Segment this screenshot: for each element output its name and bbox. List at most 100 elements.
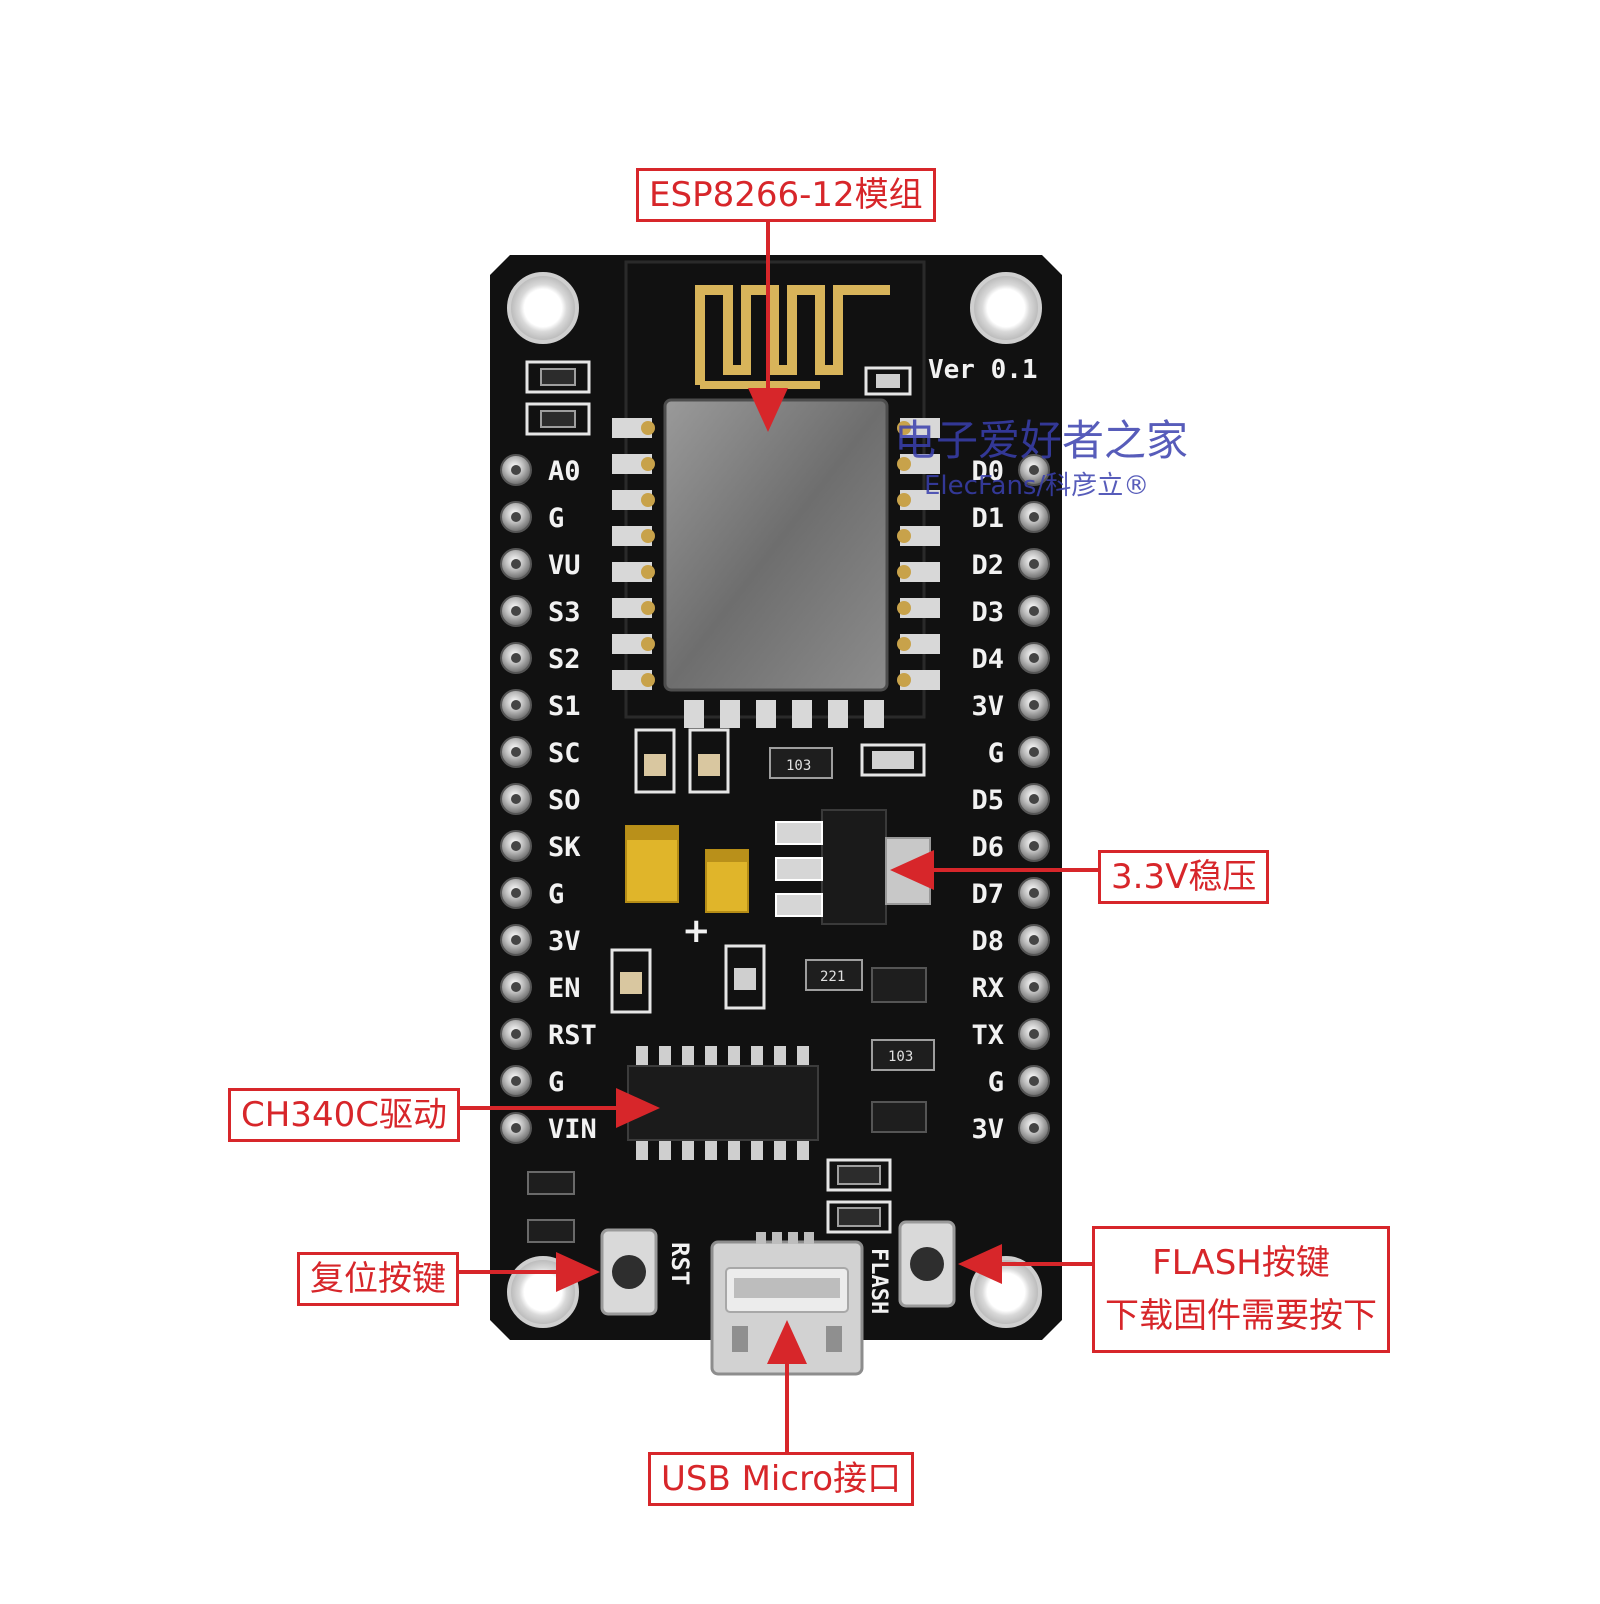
right-pin-label: D8 [971, 926, 1004, 957]
flash-button[interactable] [898, 1220, 956, 1308]
esp-bottom-pad [792, 700, 812, 728]
right-pin-label: D7 [971, 879, 1004, 910]
esp-pad-hole [641, 457, 655, 471]
resistor-code-3: 221 [820, 969, 845, 985]
esp-pad [612, 670, 652, 690]
right-header-pin [1018, 830, 1050, 862]
right-header-pin [1018, 783, 1050, 815]
right-pin-label: TX [971, 1020, 1004, 1051]
callout-esp-module: ESP8266-12模组 [636, 168, 936, 222]
version-label: Ver 0.1 [928, 355, 1038, 385]
ch340c-pin [728, 1138, 740, 1160]
flash-button-label: FLASH [866, 1248, 891, 1314]
ch340c-pin [774, 1138, 786, 1160]
callout-reset-button: 复位按键 [297, 1252, 459, 1306]
ch340c-chip [627, 1046, 819, 1160]
esp-pad-hole [641, 601, 655, 615]
right-pin-label: G [988, 1067, 1004, 1098]
ch340c-pin [705, 1138, 717, 1160]
esp-bottom-pad [864, 700, 884, 728]
esp-pad-hole [897, 493, 911, 507]
esp-bottom-pad [720, 700, 740, 728]
esp-pad-hole [897, 601, 911, 615]
left-header-pin [500, 924, 532, 956]
callout-arrows [445, 215, 1098, 1452]
right-pin-label: G [988, 738, 1004, 769]
callout-flash-button: FLASH按键 下载固件需要按下 [1092, 1226, 1390, 1354]
left-header-pins [500, 454, 532, 1144]
esp-pad-hole [641, 493, 655, 507]
right-pin-label: 3V [971, 1114, 1004, 1145]
watermark-line1: 电子爱好者之家 [894, 416, 1188, 465]
left-pin-label: RST [548, 1020, 597, 1051]
rst-button[interactable] [600, 1228, 658, 1316]
left-pin-label: S2 [548, 644, 581, 675]
esp-bottom-pad [756, 700, 776, 728]
resistor-code-1: 103 [786, 758, 811, 774]
left-header-pin [500, 830, 532, 862]
right-header-pin [1018, 877, 1050, 909]
right-pin-label: 3V [971, 691, 1004, 722]
left-pin-label: SK [548, 832, 581, 863]
left-pin-label: VU [548, 550, 581, 581]
callout-flash-line2: 下载固件需要按下 [1105, 1295, 1377, 1336]
top-left-resistors [525, 360, 912, 436]
esp-pad [612, 634, 652, 654]
ch340c-pin [636, 1046, 648, 1068]
esp-pad-hole [897, 421, 911, 435]
rst-button-label: RST [666, 1242, 694, 1285]
ch340c-pin [682, 1046, 694, 1068]
right-header-pins [1018, 454, 1050, 1144]
right-pin-label: D1 [971, 503, 1004, 534]
left-header-pin [500, 1018, 532, 1050]
right-header-pin [1018, 454, 1050, 486]
right-header-pin [1018, 548, 1050, 580]
esp-pad [612, 454, 652, 474]
callout-ch340c: CH340C驱动 [228, 1088, 460, 1142]
resistor-code-2: 103 [888, 1049, 913, 1065]
callout-flash-line1: FLASH按键 [1152, 1243, 1330, 1283]
right-header-pin [1018, 642, 1050, 674]
left-header-pin [500, 595, 532, 627]
ch340c-pin [751, 1046, 763, 1068]
left-pin-label: A0 [548, 456, 581, 487]
esp-pad-hole [641, 673, 655, 687]
esp-pad-hole [641, 565, 655, 579]
left-header-pin [500, 783, 532, 815]
left-header-pin [500, 454, 532, 486]
esp-bottom-pad [684, 700, 704, 728]
right-pin-label: D6 [971, 832, 1004, 863]
esp-pad-hole [897, 673, 911, 687]
right-header-pin [1018, 501, 1050, 533]
callout-usb-micro: USB Micro接口 [648, 1452, 915, 1506]
esp-pad-hole [897, 529, 911, 543]
esp-module [612, 260, 940, 728]
left-header-pin [500, 548, 532, 580]
right-header-pin [1018, 924, 1050, 956]
esp-pad [900, 418, 940, 438]
left-header-pin [500, 736, 532, 768]
mid-components: 103 + 221 103 [610, 728, 935, 1133]
left-header-pin [500, 877, 532, 909]
left-pin-label: S1 [548, 691, 581, 722]
ch340c-pin [797, 1046, 809, 1068]
esp-pad-hole [897, 457, 911, 471]
left-header-pin [500, 1112, 532, 1144]
esp-pad-hole [641, 421, 655, 435]
esp-pad [612, 418, 652, 438]
right-pin-label: D0 [971, 456, 1004, 487]
esp-pad [900, 490, 940, 510]
right-header-pin [1018, 1112, 1050, 1144]
right-header-pin [1018, 595, 1050, 627]
esp-pad-hole [641, 529, 655, 543]
callout-regulator: 3.3V稳压 [1098, 850, 1270, 904]
pcb-antenna [695, 285, 890, 385]
ch340c-pin [636, 1138, 648, 1160]
esp-pad-hole [897, 637, 911, 651]
left-pin-label: S3 [548, 597, 581, 628]
right-header-pin [1018, 689, 1050, 721]
left-header-pin [500, 971, 532, 1003]
